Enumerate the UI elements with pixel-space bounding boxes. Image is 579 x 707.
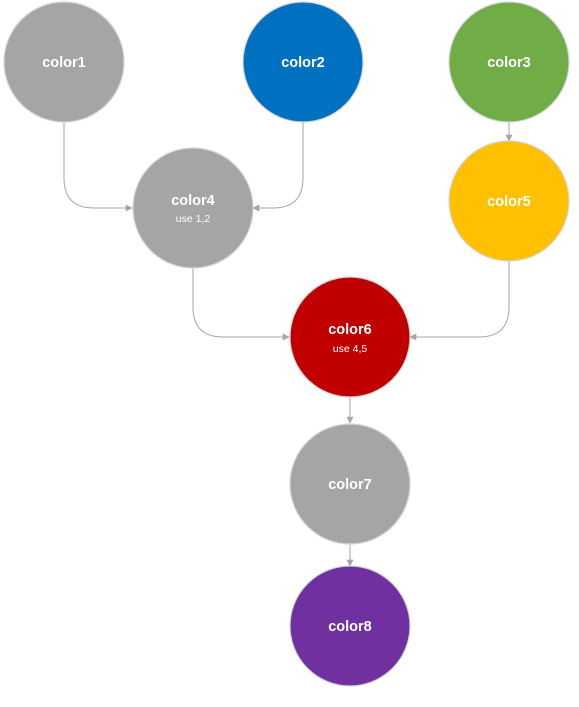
node-color3-circle	[448, 1, 570, 123]
node-color1[interactable]: color1	[3, 1, 125, 123]
node-color2[interactable]: color2	[242, 1, 364, 123]
node-color5-circle	[448, 140, 570, 262]
node-color3-label: color3	[487, 55, 531, 71]
node-color1-label: color1	[42, 55, 86, 71]
node-color4[interactable]: color4 use 1,2	[132, 147, 254, 269]
node-color6[interactable]: color6 use 4,5	[289, 276, 411, 398]
edge-color2-color4	[252, 122, 304, 212]
node-color6-sublabel: use 4,5	[333, 343, 368, 355]
node-color1-circle	[3, 1, 125, 123]
node-color3[interactable]: color3	[448, 1, 570, 123]
node-color2-label: color2	[281, 55, 325, 71]
node-color6-label: color6	[328, 322, 372, 338]
node-color8-circle	[289, 565, 411, 687]
node-color4-label: color4	[171, 193, 215, 209]
node-color7-circle	[289, 423, 411, 545]
node-color4-circle	[132, 147, 254, 269]
node-color7[interactable]: color7	[289, 423, 411, 545]
node-color8-label: color8	[328, 619, 372, 635]
node-color6-circle	[289, 276, 411, 398]
node-color5[interactable]: color5	[448, 140, 570, 262]
node-color2-circle	[242, 1, 364, 123]
edge-color4-color6	[192, 268, 290, 341]
connector-layer	[63, 122, 513, 567]
node-color4-sublabel: use 1,2	[176, 213, 211, 225]
node-color5-label: color5	[487, 194, 531, 210]
edge-color5-color6	[409, 261, 510, 341]
edge-color1-color4	[63, 122, 133, 212]
node-color7-label: color7	[328, 477, 372, 493]
node-color8[interactable]: color8	[289, 565, 411, 687]
node-layer: color1 color2 color3 color4 use 1,2 colo…	[3, 1, 570, 687]
